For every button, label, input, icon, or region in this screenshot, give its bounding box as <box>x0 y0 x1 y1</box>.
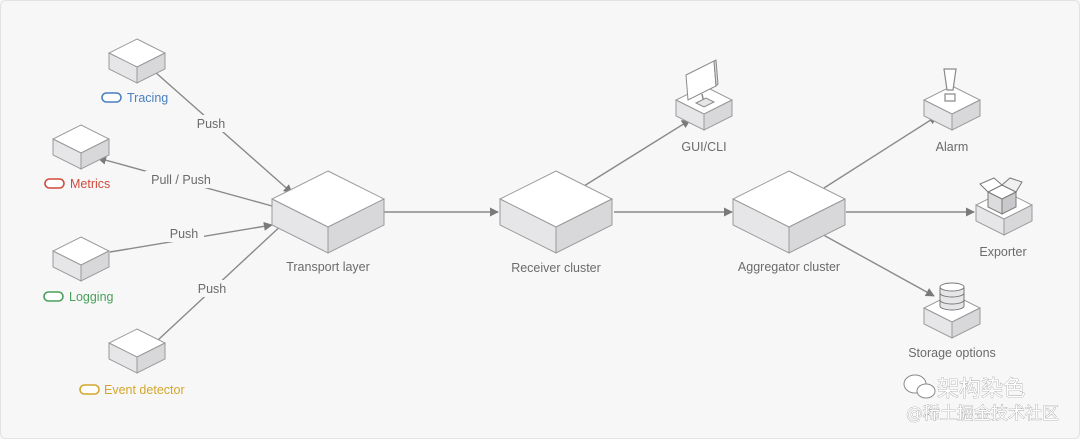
logging-node <box>52 236 110 282</box>
gui-label: GUI/CLI <box>681 140 726 154</box>
edge-label-tracing: Push <box>197 117 226 131</box>
tracing-tag: Tracing <box>101 91 168 105</box>
edge-label-event: Push <box>198 282 227 296</box>
edge-aggregator-alarm <box>823 115 938 189</box>
event-label: Event detector <box>104 383 185 397</box>
aggregator-node <box>732 170 846 254</box>
exporter-label: Exporter <box>979 245 1026 259</box>
event-node <box>108 328 166 374</box>
exclamation-icon <box>943 68 957 102</box>
aggregator-label: Aggregator cluster <box>738 260 840 274</box>
box-icon <box>979 177 1023 215</box>
storage-label: Storage options <box>908 346 996 360</box>
edge-label-metrics: Pull / Push <box>151 173 211 187</box>
receiver-node <box>499 170 613 254</box>
alarm-label: Alarm <box>936 140 969 154</box>
database-icon <box>939 282 965 311</box>
edge-aggregator-storage <box>817 231 935 297</box>
transport-label: Transport layer <box>286 260 370 274</box>
edge-receiver-gui <box>583 119 691 187</box>
monitor-icon <box>685 59 719 108</box>
metrics-label: Metrics <box>70 177 110 191</box>
metrics-tag: Metrics <box>44 177 110 191</box>
tracing-label: Tracing <box>127 91 168 105</box>
edge-label-logging: Push <box>170 227 199 241</box>
transport-node <box>271 170 385 254</box>
watermark-title: 架构染色 <box>937 377 1025 402</box>
alarm-node <box>923 85 981 131</box>
logging-tag: Logging <box>43 290 114 304</box>
wechat-icon <box>903 374 936 399</box>
logging-label: Logging <box>69 290 114 304</box>
edge-tracing-transport <box>154 71 293 194</box>
tracing-node <box>108 38 166 84</box>
metrics-node <box>52 124 110 170</box>
event-tag: Event detector <box>79 383 185 397</box>
receiver-label: Receiver cluster <box>511 261 601 275</box>
watermark-subtitle: @稀土掘金技术社区 <box>906 404 1059 424</box>
